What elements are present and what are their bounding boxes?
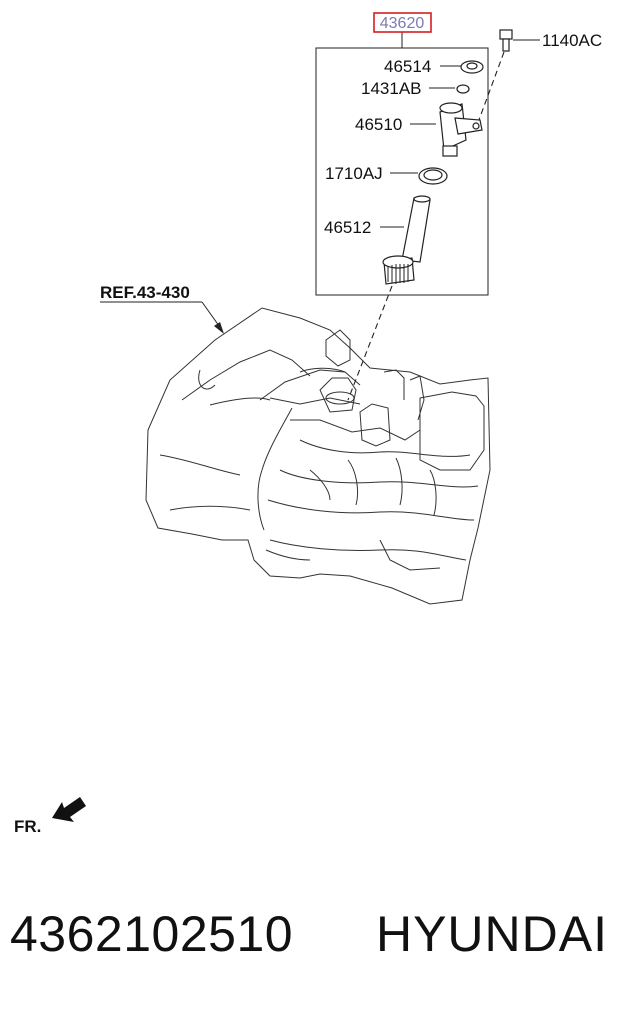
footer: 4362102510 HYUNDAI — [0, 905, 622, 975]
parts-diagram: 43620 1140AC 46514 1431AB 46510 1710AJ — [14, 12, 602, 836]
speed-sensor-icon — [439, 102, 483, 157]
driven-gear-shaft-icon — [382, 195, 431, 285]
callout-1431ab[interactable]: 1431AB — [361, 79, 422, 98]
small-o-ring-icon — [456, 84, 470, 94]
front-direction-arrow-icon — [52, 797, 86, 822]
transmission-housing — [145, 307, 491, 605]
callout-1710aj[interactable]: 1710AJ — [325, 164, 383, 183]
reference-label[interactable]: REF.43-430 — [100, 283, 190, 302]
seal-icon — [460, 60, 484, 74]
assembly-label[interactable]: 43620 — [380, 15, 425, 32]
bolt-icon — [499, 29, 513, 52]
callout-46514[interactable]: 46514 — [384, 57, 431, 76]
callout-46510[interactable]: 46510 — [355, 115, 402, 134]
direction-label[interactable]: FR. — [14, 817, 41, 836]
callout-1140ac[interactable]: 1140AC — [542, 31, 602, 50]
assembly-label-highlight — [373, 12, 432, 33]
large-o-ring-icon — [418, 167, 448, 185]
part-number: 4362102510 — [10, 906, 294, 962]
callout-46512[interactable]: 46512 — [324, 218, 371, 237]
brand-name: HYUNDAI — [375, 906, 608, 962]
